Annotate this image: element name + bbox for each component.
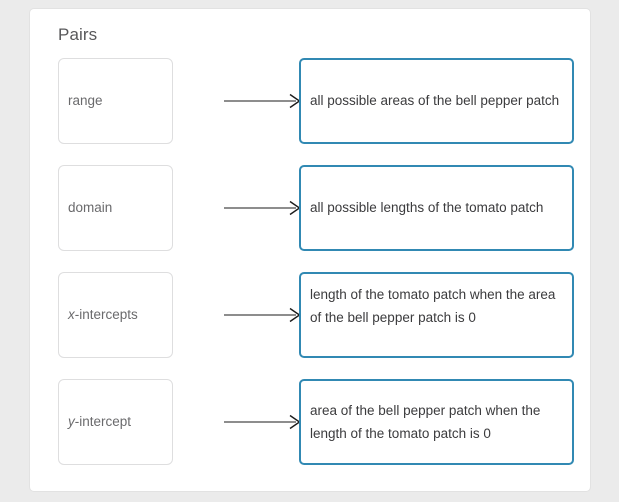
arrow-right-icon bbox=[220, 58, 308, 144]
definition-box[interactable]: length of the tomato patch when the area… bbox=[299, 272, 574, 358]
term-variable: y bbox=[68, 414, 75, 430]
term-box[interactable]: domain bbox=[58, 165, 173, 251]
term-label: range bbox=[68, 93, 103, 109]
definition-box[interactable]: area of the bell pepper patch when the l… bbox=[299, 379, 574, 465]
definition-box[interactable]: all possible lengths of the tomato patch bbox=[299, 165, 574, 251]
definition-text: all possible areas of the bell pepper pa… bbox=[310, 93, 560, 109]
term-variable: x bbox=[68, 307, 75, 323]
arrow-right-icon bbox=[220, 379, 308, 465]
term-box[interactable]: y-intercept bbox=[58, 379, 173, 465]
definition-text: area of the bell pepper patch when the l… bbox=[310, 402, 541, 441]
pair-row: range all possible areas of the bell pepp… bbox=[30, 58, 590, 144]
term-suffix: -intercept bbox=[74, 414, 132, 430]
term-box[interactable]: x-intercepts bbox=[58, 272, 173, 358]
pair-row: x-intercepts length of the tomato patch w… bbox=[30, 272, 590, 358]
pair-row: domain all possible lengths of the tomato… bbox=[30, 165, 590, 251]
term-label: y-intercept bbox=[68, 413, 131, 431]
term-box[interactable]: range bbox=[58, 58, 173, 144]
arrow-right-icon bbox=[220, 272, 308, 358]
pairs-card: Pairs range all possible areas of the bel… bbox=[29, 8, 591, 492]
arrow-right-icon bbox=[220, 165, 308, 251]
term-suffix: -intercepts bbox=[74, 307, 138, 323]
pairs-list: range all possible areas of the bell pepp… bbox=[30, 58, 590, 486]
pair-row: y-intercept area of the bell pepper patch… bbox=[30, 379, 590, 465]
definition-box[interactable]: all possible areas of the bell pepper pa… bbox=[299, 58, 574, 144]
definition-text: all possible lengths of the tomato patch bbox=[310, 200, 544, 216]
page-title: Pairs bbox=[58, 25, 98, 44]
term-label: x-intercepts bbox=[68, 306, 138, 324]
term-label: domain bbox=[68, 200, 113, 216]
definition-text: length of the tomato patch when the area… bbox=[310, 287, 556, 326]
